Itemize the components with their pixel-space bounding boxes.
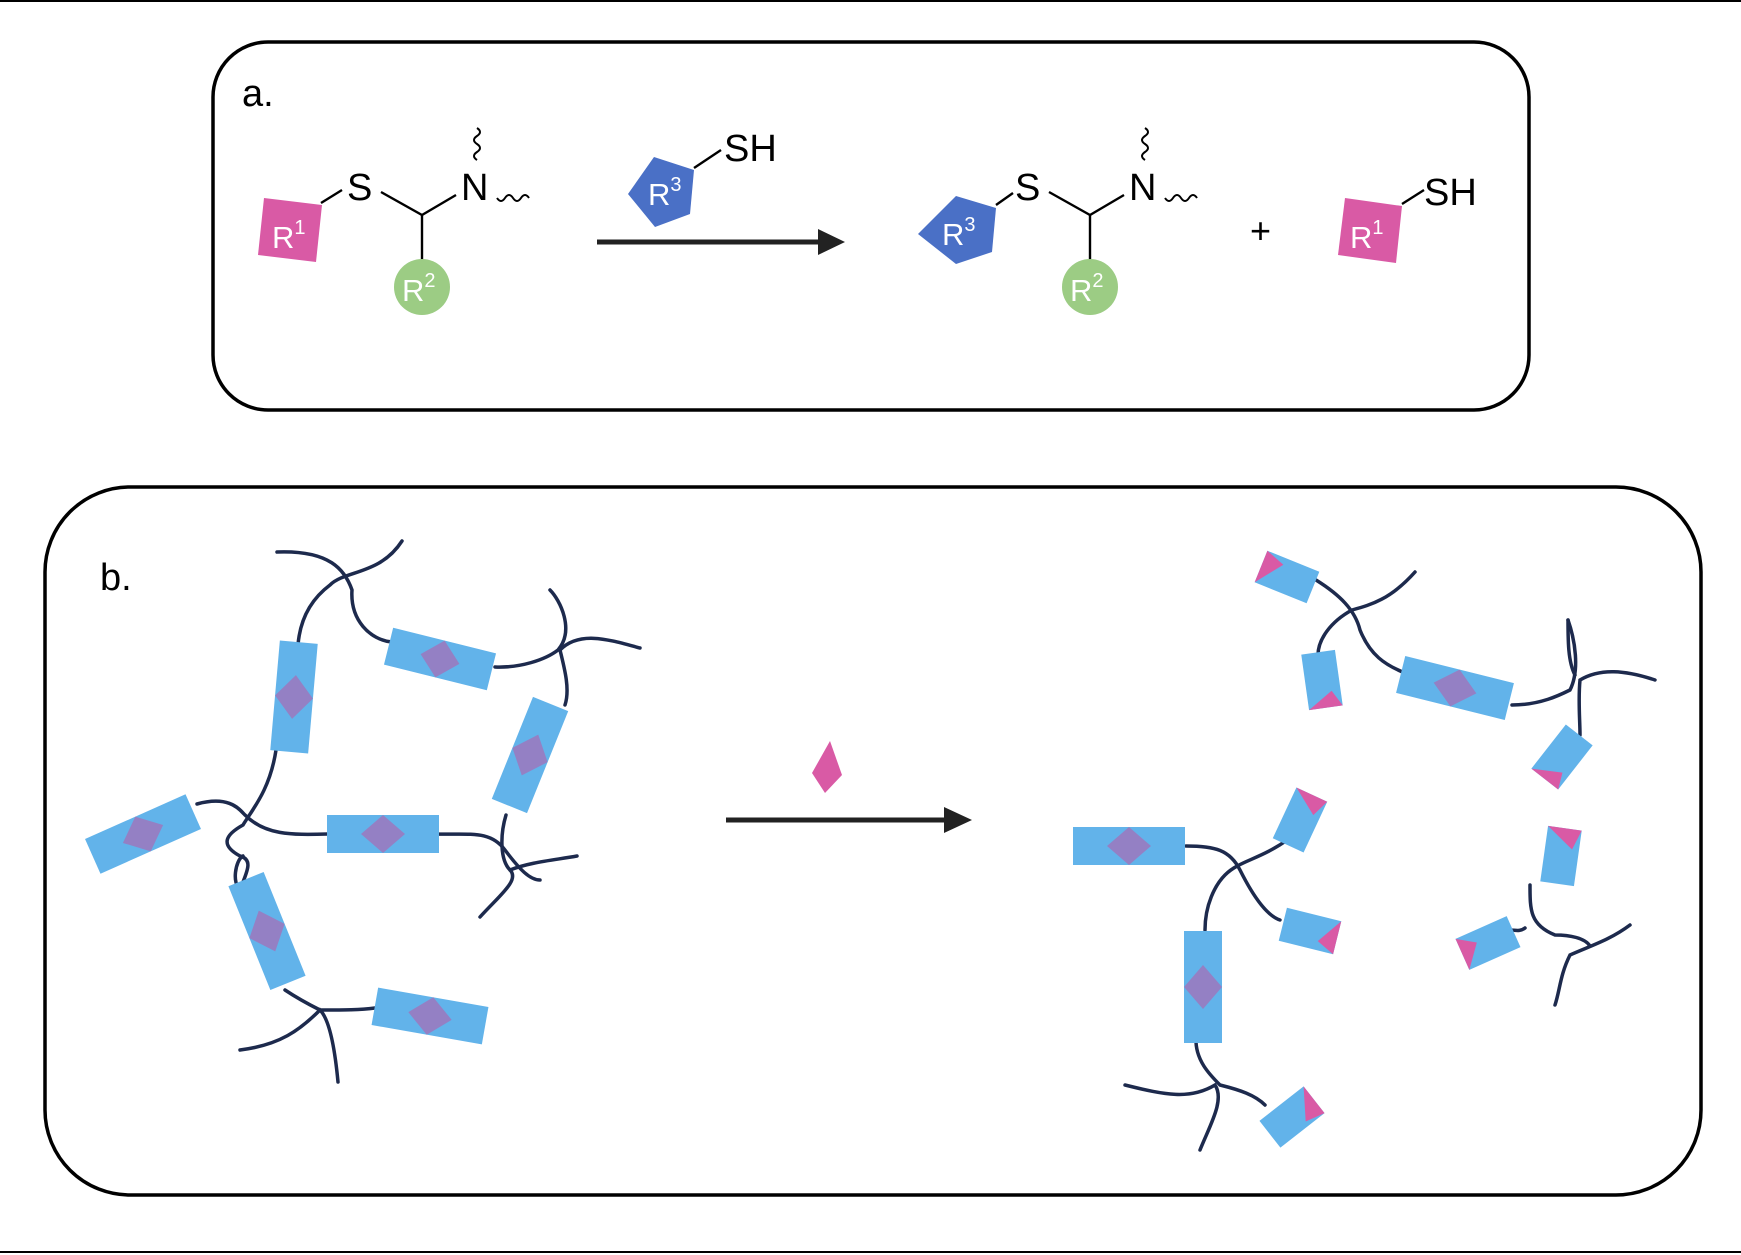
r3-pentagon-icon: [628, 157, 694, 227]
wavy-bond-right-icon: [496, 194, 530, 202]
reactant-molecule: R1 S N R2: [258, 127, 530, 315]
product-sulfur-atom: S: [1015, 167, 1040, 209]
fragment-crosslink-block: [1073, 827, 1185, 865]
reagent-thiol: R3 SH: [628, 128, 777, 227]
crosslinked-network: [85, 539, 642, 1084]
crosslink-block: [491, 696, 569, 814]
wavy-bond-up-icon: [473, 127, 481, 161]
fragment-crosslink-block: [1184, 931, 1222, 1043]
product-r3-label: R3: [942, 214, 976, 252]
r1-label: R1: [272, 217, 306, 255]
capped-chain-end: [1259, 1086, 1325, 1148]
capped-chain-end: [1254, 550, 1320, 604]
r1-square-icon: [258, 198, 322, 262]
fragment-crosslink-block: [1396, 656, 1514, 720]
degraded-network: [1073, 550, 1657, 1152]
crosslink-block: [371, 987, 489, 1045]
byproduct-thiol: R1 SH: [1338, 172, 1477, 263]
capped-chain-end: [1531, 724, 1593, 790]
byproduct-r1-square-icon: [1338, 198, 1402, 263]
product-r2-circle-icon: [1062, 259, 1118, 315]
network-polymer-chains: [195, 539, 642, 1084]
capped-chain-end: [1278, 907, 1342, 955]
reagent-r3-label: R3: [648, 174, 682, 212]
crosslink-block: [270, 640, 318, 754]
product-r2-label: R2: [1070, 270, 1104, 308]
product-nitrogen-atom: N: [1129, 167, 1156, 209]
byproduct-r1-label: R1: [1350, 217, 1384, 255]
reagent-sh-label: SH: [724, 128, 777, 170]
plus-sign: +: [1250, 210, 1271, 251]
capped-chain-end: [1540, 825, 1582, 887]
panel-b-label: b.: [100, 557, 132, 599]
capped-chain-end: [1301, 649, 1343, 711]
thiol-reagent-icon: [812, 741, 842, 793]
capped-chain-end: [1272, 787, 1328, 853]
panel-b-frame: [43, 485, 1703, 1197]
panel-a: a. R1 S N R2 R3 SH: [211, 40, 1531, 412]
product-wavy-bond-up-icon: [1141, 127, 1149, 161]
product-molecule: R3 S N R2: [918, 127, 1198, 315]
product-r3-pentagon-icon: [918, 196, 996, 264]
capped-chain-end: [1455, 916, 1521, 970]
panel-b: b.: [43, 485, 1703, 1197]
r2-circle-icon: [394, 259, 450, 315]
nitrogen-atom: N: [461, 167, 488, 209]
panel-a-frame: [211, 40, 1531, 412]
degradation-arrow: [726, 807, 972, 833]
crosslink-block: [327, 815, 439, 853]
byproduct-bond: [1401, 188, 1425, 206]
degraded-polymer-chains: [1123, 570, 1657, 1152]
byproduct-sh-label: SH: [1424, 172, 1477, 214]
bond-s-c-n: [380, 190, 457, 217]
bond-r1-s: [320, 188, 343, 205]
crosslink-block: [383, 627, 497, 691]
arrowhead-icon: [818, 229, 845, 255]
product-bond-s-c-n: [1048, 190, 1125, 217]
bond-r3-s: [995, 192, 1014, 206]
panel-a-label: a.: [242, 73, 274, 115]
sulfur-atom: S: [347, 167, 372, 209]
reaction-arrow: [597, 229, 845, 255]
product-wavy-bond-right-icon: [1164, 194, 1198, 202]
bond-r3-sh: [693, 149, 722, 169]
degradation-arrowhead-icon: [944, 807, 972, 833]
crosslink-block: [228, 871, 306, 991]
crosslink-block: [85, 794, 201, 874]
r2-label: R2: [402, 270, 436, 308]
